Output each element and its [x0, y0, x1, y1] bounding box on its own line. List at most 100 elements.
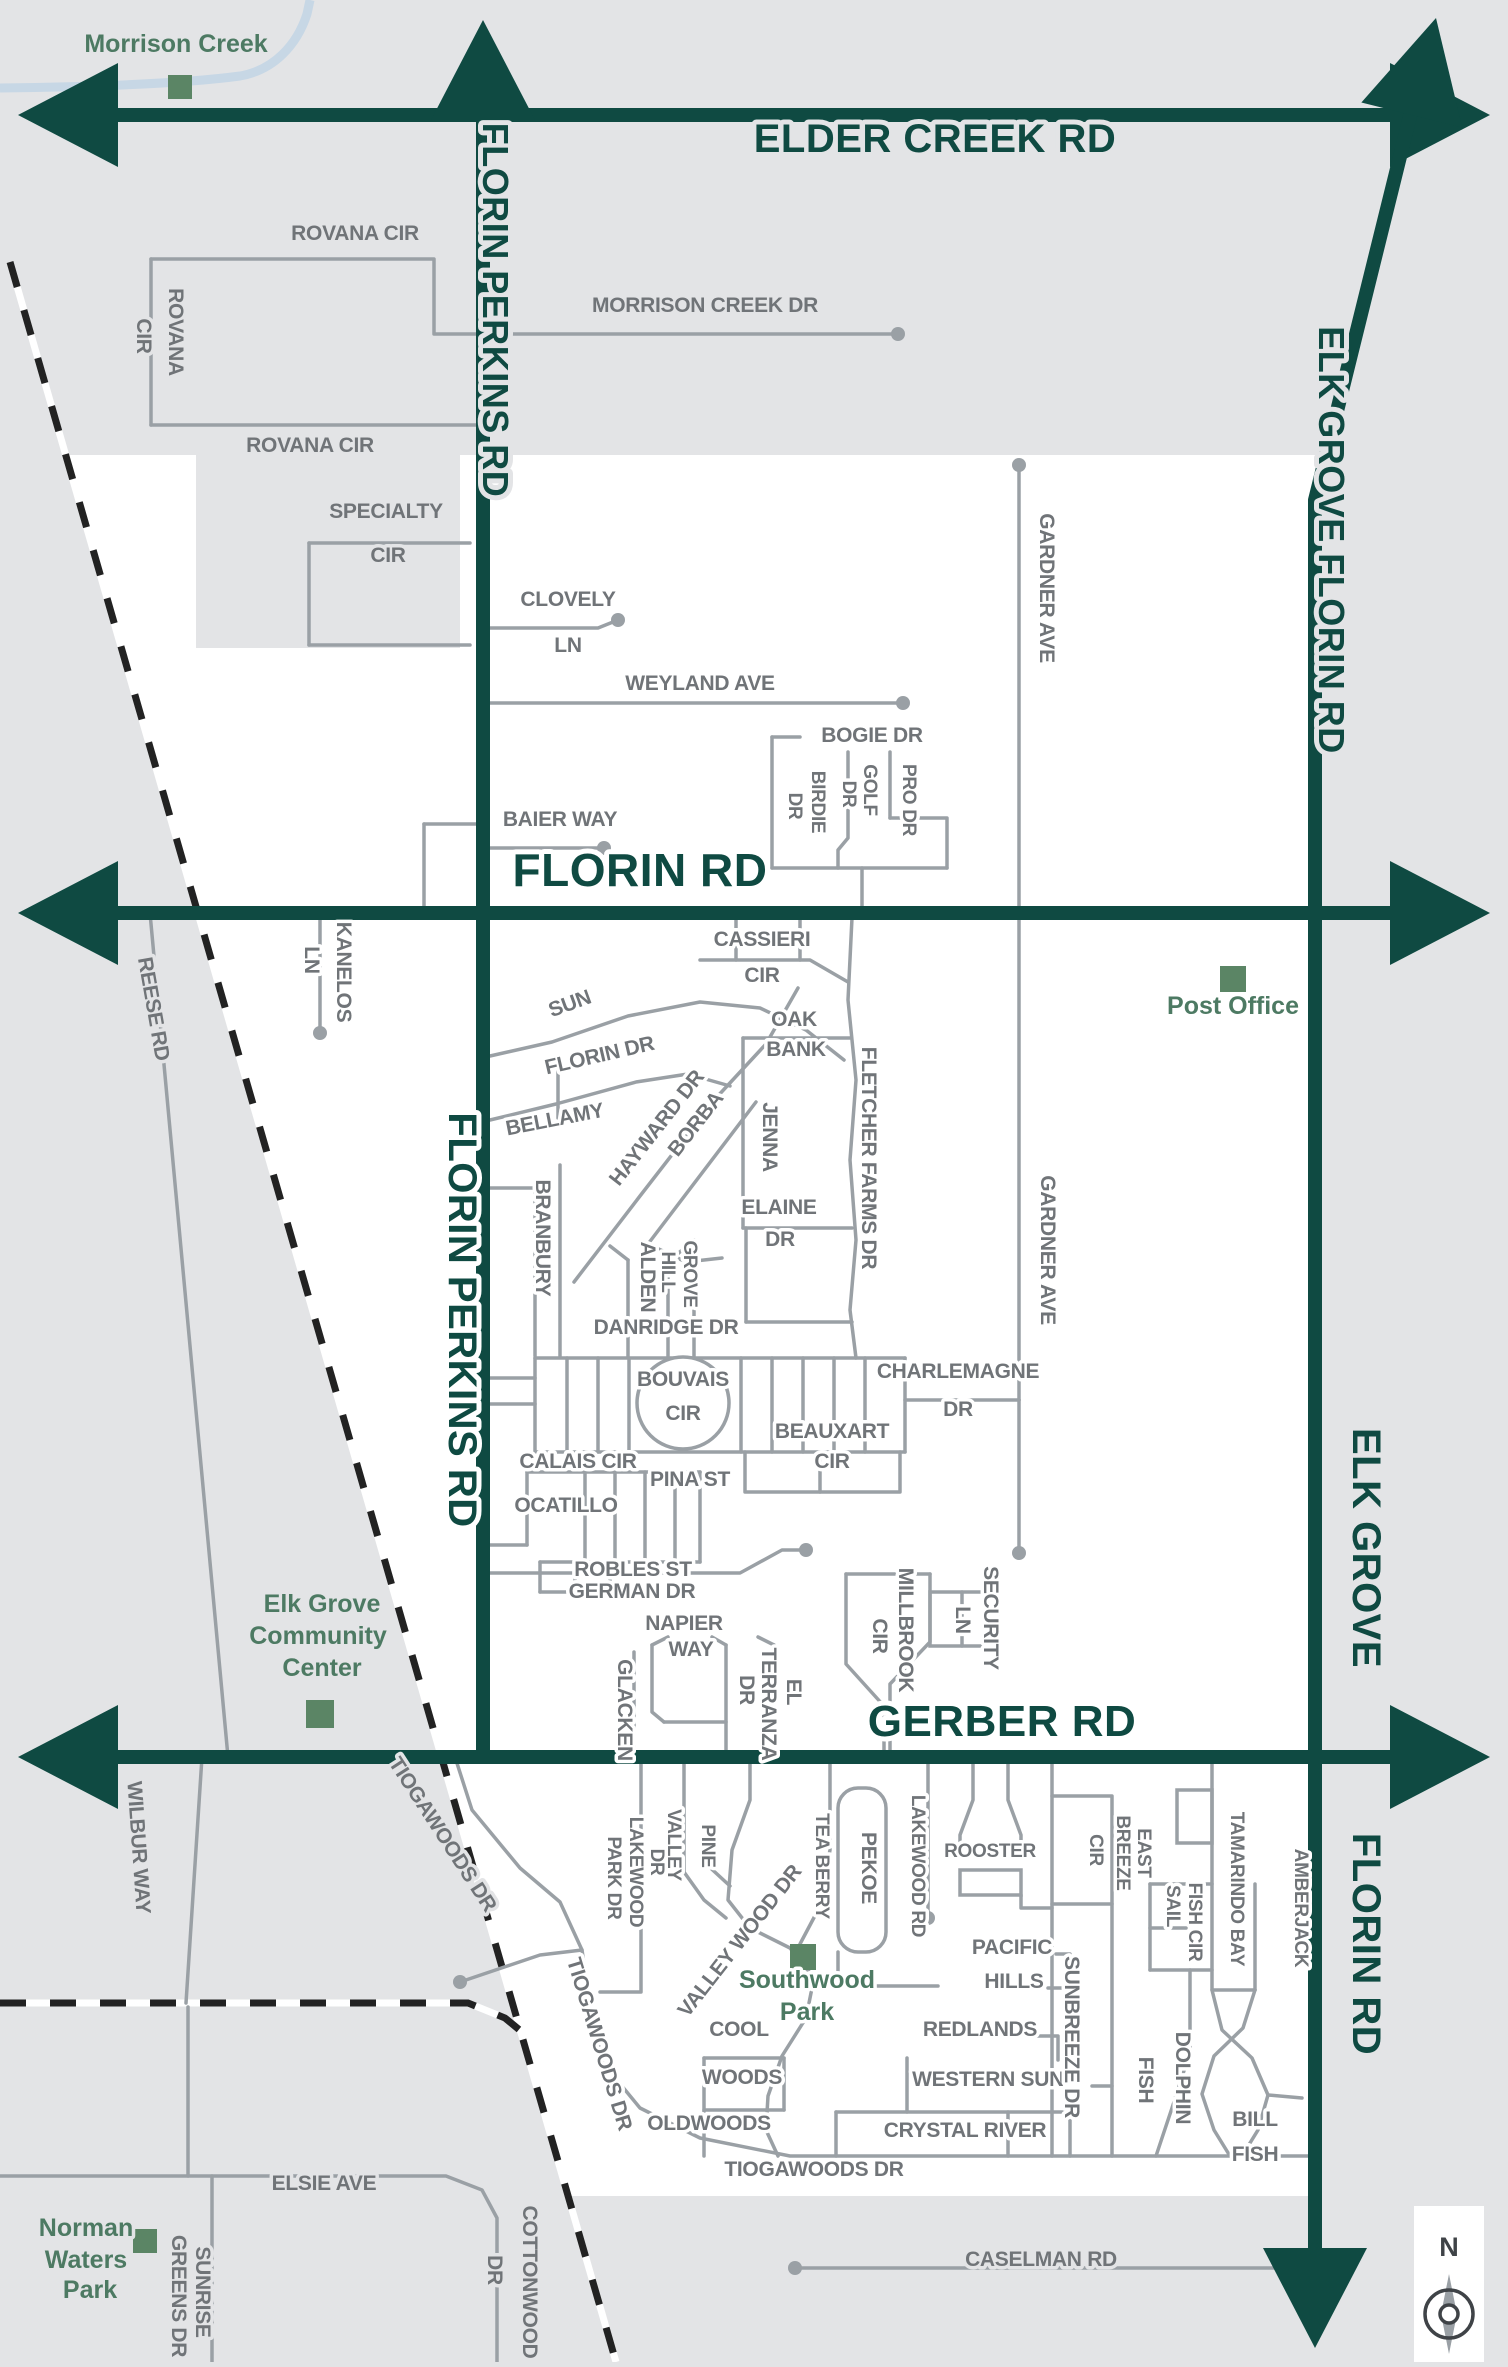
cottonwood-label: COTTONWOOD — [518, 2206, 541, 2359]
southwood-label: Southwood — [739, 1966, 875, 1994]
elsie-ave — [304, 2174, 499, 2364]
rovana-cir-label: ROVANA CIR — [291, 222, 419, 245]
pacific-hook-a — [1046, 1952, 1072, 1990]
waters-label: Waters — [45, 2246, 127, 2274]
road-end-dot — [453, 1975, 467, 1989]
crystal-river-label: CRYSTAL RIVER — [884, 2119, 1047, 2142]
road-end-dot — [1012, 458, 1026, 472]
road-end-dot — [597, 841, 611, 855]
compass-north-label: N — [1439, 2232, 1459, 2262]
cir-label: CIR — [665, 1402, 700, 1425]
gerber-rd-arrowhead — [1390, 1705, 1490, 1809]
rovana-label: ROVANA — [164, 288, 187, 376]
sun-florin-dr — [488, 1000, 846, 1062]
florin-perkins-rd-arrowhead — [431, 20, 535, 120]
way-label: WAY — [668, 1638, 713, 1661]
gerber-rd-arrowhead — [18, 1705, 118, 1809]
cassieri-label: CASSIERI — [714, 928, 811, 951]
elsie-ave-label: ELSIE AVE — [272, 2172, 377, 2195]
napier-hook1 — [650, 1635, 670, 1647]
specialty-label: SPECIALTY — [329, 500, 443, 523]
dr-label: DR — [735, 1675, 758, 1705]
gray-block-region — [196, 455, 460, 648]
florin-rd-label: FLORIN RD — [1344, 1833, 1388, 2055]
elder-creek-rd-label: ELDER CREEK RD — [754, 117, 1117, 161]
oak-label: OAK — [771, 1008, 817, 1031]
tea-berry — [798, 1755, 832, 1946]
baier-way-label: BAIER WAY — [503, 808, 618, 831]
ln-label: LN — [300, 946, 323, 973]
tamarindo-bay-label: TAMARINDO BAY — [1226, 1812, 1247, 1967]
dr-label: DR — [483, 2255, 506, 2285]
cir-label: CIR — [132, 318, 155, 353]
park-label: Park — [63, 2276, 117, 2304]
alden-label: ALDEN — [636, 1242, 659, 1313]
lakewood-park-dr — [598, 1755, 643, 1994]
tiogawoods-dr-label: TIOGAWOODS DR — [724, 2158, 903, 2181]
dr-label: DR — [943, 1398, 973, 1421]
florin-rd-arrowhead — [18, 861, 118, 965]
pro-dr-label: PRO DR — [898, 764, 919, 837]
dr-label: DR — [838, 781, 859, 808]
redlands-hook — [1034, 2034, 1060, 2062]
pekoe-loop — [836, 1786, 888, 1954]
tamarindo-box — [1175, 1788, 1214, 1845]
community-center-square — [306, 1700, 334, 1728]
lakewood-rd-label: LAKEWOOD RD — [907, 1795, 928, 1937]
western-sun-label: WESTERN SUN — [912, 2068, 1064, 2091]
morrison-creek-label: Morrison Creek — [84, 30, 267, 58]
elk-grove-florin-rd-label: ELK GROVE FLORIN RD — [1311, 326, 1352, 754]
pine-label: PINE — [697, 1824, 718, 1867]
woods-label: WOODS — [702, 2066, 782, 2089]
elk-grove-florin-rd-arrowhead — [1361, 18, 1463, 128]
ocatillo-label: OCATILLO — [514, 1494, 617, 1517]
sunrise-label: SUNRISE — [191, 2246, 214, 2338]
borba-hook — [646, 1242, 724, 1264]
fish-label: FISH — [1134, 2057, 1157, 2104]
east-label: EAST — [1133, 1828, 1154, 1878]
gardner-ave-label: GARDNER AVE — [1036, 1175, 1059, 1325]
tea-berry-label: TEA BERRY — [811, 1813, 832, 1919]
bill-fish-spur — [1266, 2093, 1304, 2100]
tiogawoods-spur — [458, 1948, 584, 1984]
park-label: Park — [780, 1998, 834, 2026]
cassieri-cir — [698, 958, 850, 984]
elk-grove-label: Elk Grove — [264, 1590, 381, 1618]
cir-label: CIR — [370, 544, 405, 567]
bogie-dr-label: BOGIE DR — [821, 724, 923, 747]
bouvais-label: BOUVAIS — [637, 1368, 729, 1391]
pacific-label: PACIFIC — [972, 1936, 1052, 1959]
robles-st-label: ROBLES ST — [574, 1558, 692, 1581]
lakewood-label: LAKEWOOD — [625, 1817, 646, 1928]
dolphin-label: DOLPHIN — [1171, 2032, 1194, 2124]
napier-hook2 — [710, 1635, 728, 1647]
beauxart-label: BEAUXART — [775, 1420, 890, 1443]
compass-hub-icon — [1438, 2303, 1460, 2325]
clovely-label: CLOVELY — [520, 588, 615, 611]
ln-label: LN — [951, 1606, 974, 1633]
cir-label: CIR — [814, 1450, 849, 1473]
millbrook-label: MILLBROOK — [894, 1568, 917, 1693]
breeze-label: BREEZE — [1112, 1815, 1133, 1890]
fletcher-farms-dr — [846, 916, 858, 1360]
elaine-label: ELAINE — [741, 1196, 817, 1219]
greens-dr-label: GREENS DR — [167, 2235, 190, 2357]
grove-label: GROVE — [679, 1240, 700, 1307]
compass-ring-icon — [1423, 2288, 1475, 2340]
amberjack-label: AMBERJACK — [1290, 1849, 1311, 1968]
rooster-flare1 — [958, 1755, 975, 1845]
glacken-label: GLACKEN — [613, 1659, 636, 1761]
wilbur-way — [184, 1755, 204, 2005]
dr-label: DR — [765, 1228, 795, 1251]
calais-cir-label: CALAIS CIR — [519, 1450, 636, 1473]
tiogawoods-dr — [453, 1755, 1312, 2158]
fish-cir-label: FISH CIR — [1184, 1883, 1205, 1962]
danridge-dr-label: DANRIDGE DR — [594, 1316, 739, 1339]
hill-label: HILL — [657, 1251, 678, 1293]
post-office-label: Post Office — [1167, 992, 1299, 1020]
dr-label: DR — [784, 793, 805, 820]
bellamy — [488, 1072, 732, 1122]
reese-rd — [148, 911, 230, 1759]
